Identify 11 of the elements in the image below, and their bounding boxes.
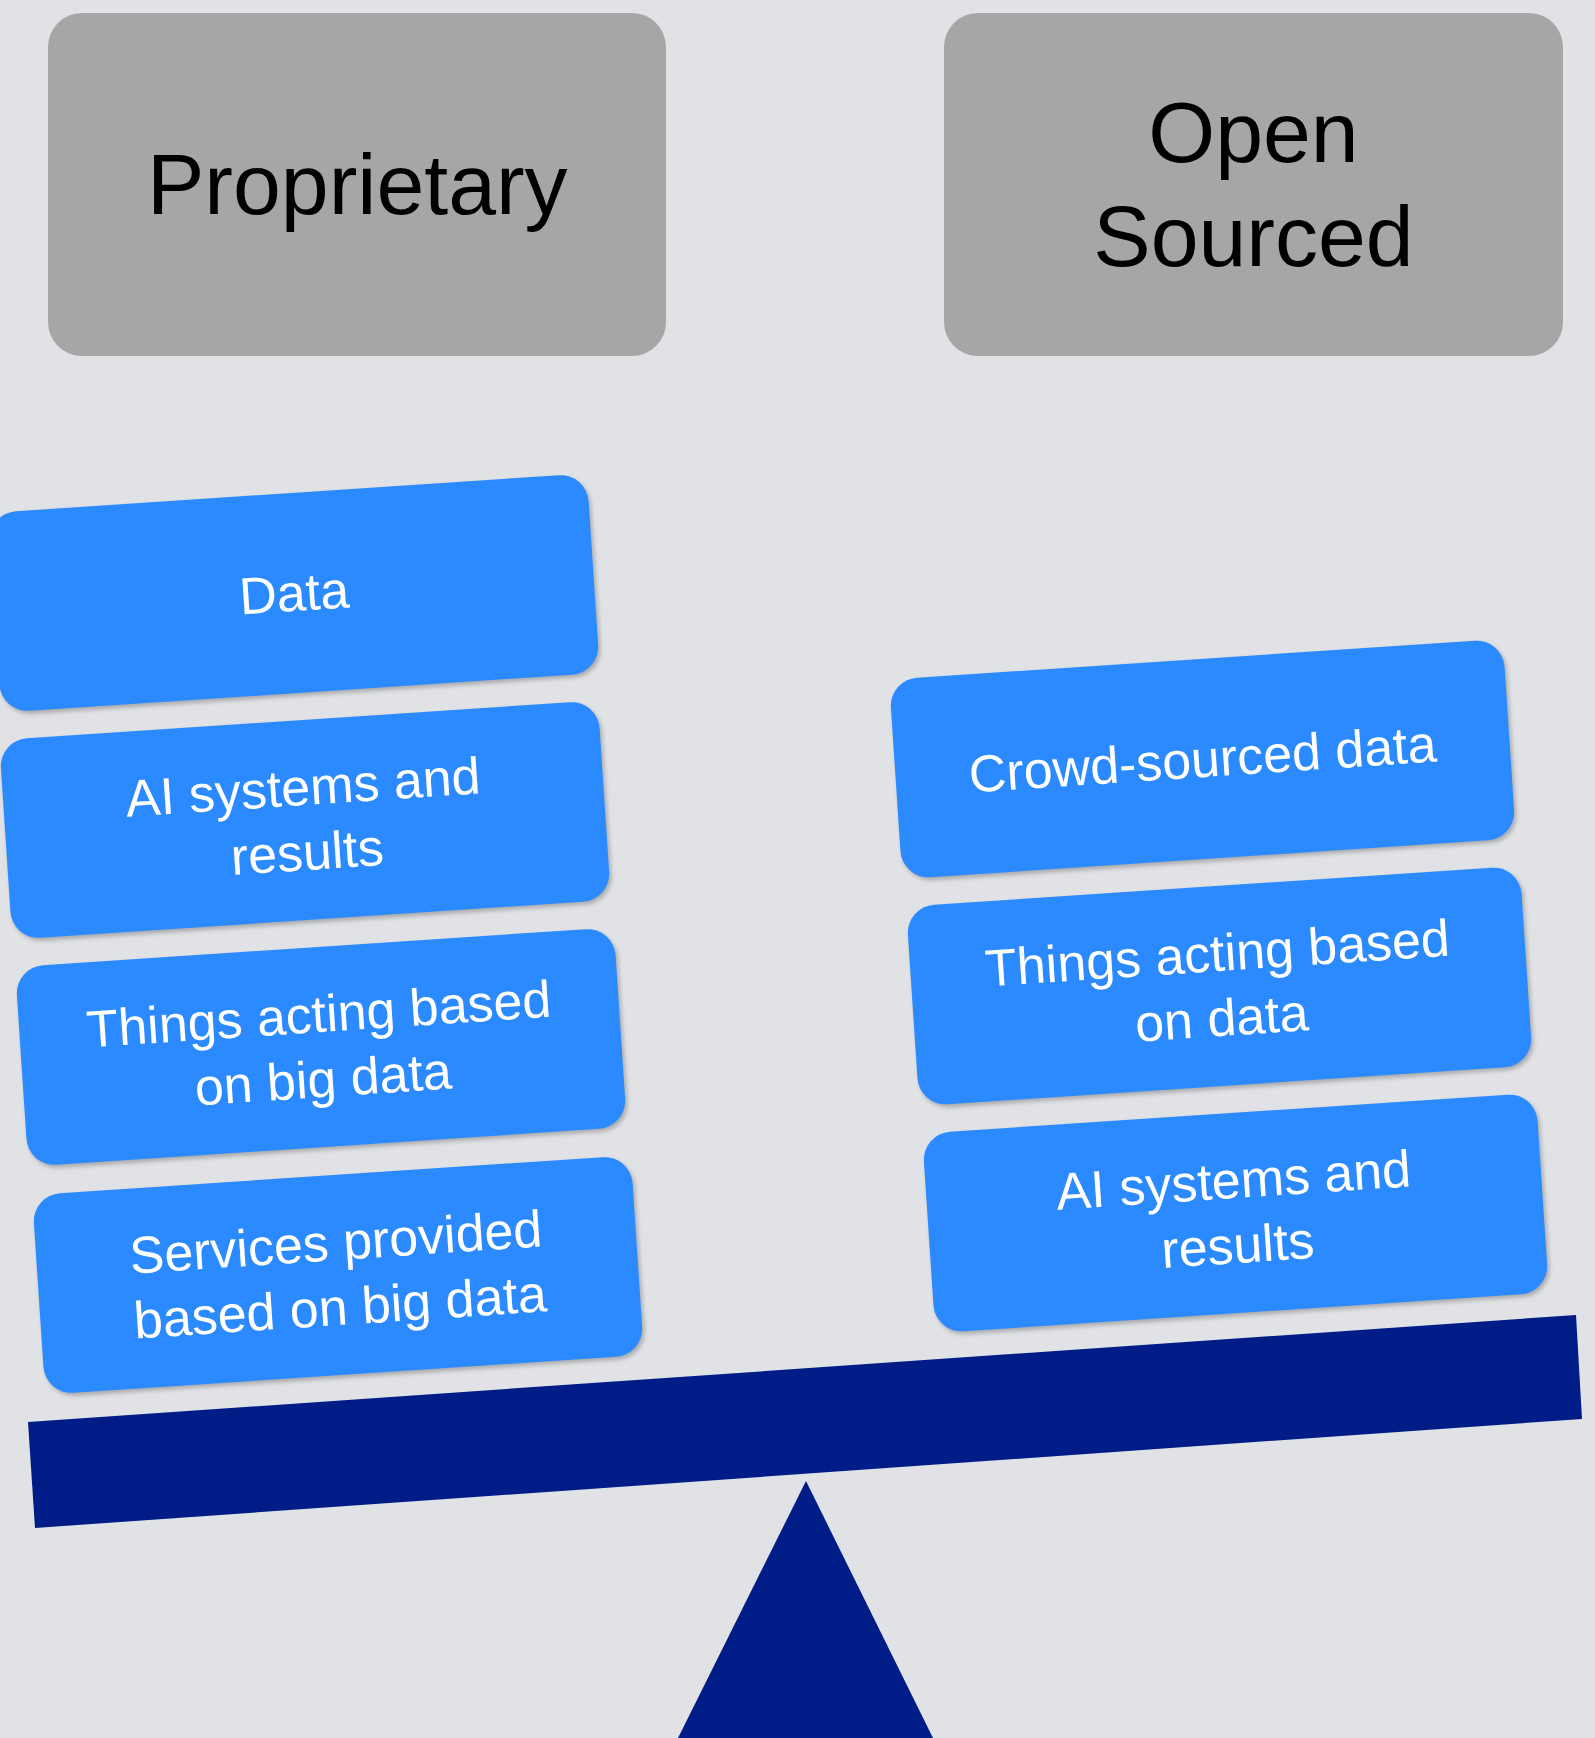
block-label: Crowd-sourced data — [965, 713, 1439, 805]
header-label: Proprietary — [147, 134, 567, 234]
block-label: AI systems and results — [122, 745, 484, 888]
header-label: Open Sourced — [1092, 83, 1415, 286]
block-label: Things acting based on big data — [83, 968, 554, 1119]
block-label: Data — [236, 558, 352, 628]
block-label: Services provided based on big data — [126, 1198, 550, 1352]
block-label: Things acting based on data — [981, 907, 1452, 1055]
category-header — [944, 13, 1563, 356]
block-label: AI systems and results — [1052, 1138, 1414, 1281]
category-header — [48, 13, 666, 356]
